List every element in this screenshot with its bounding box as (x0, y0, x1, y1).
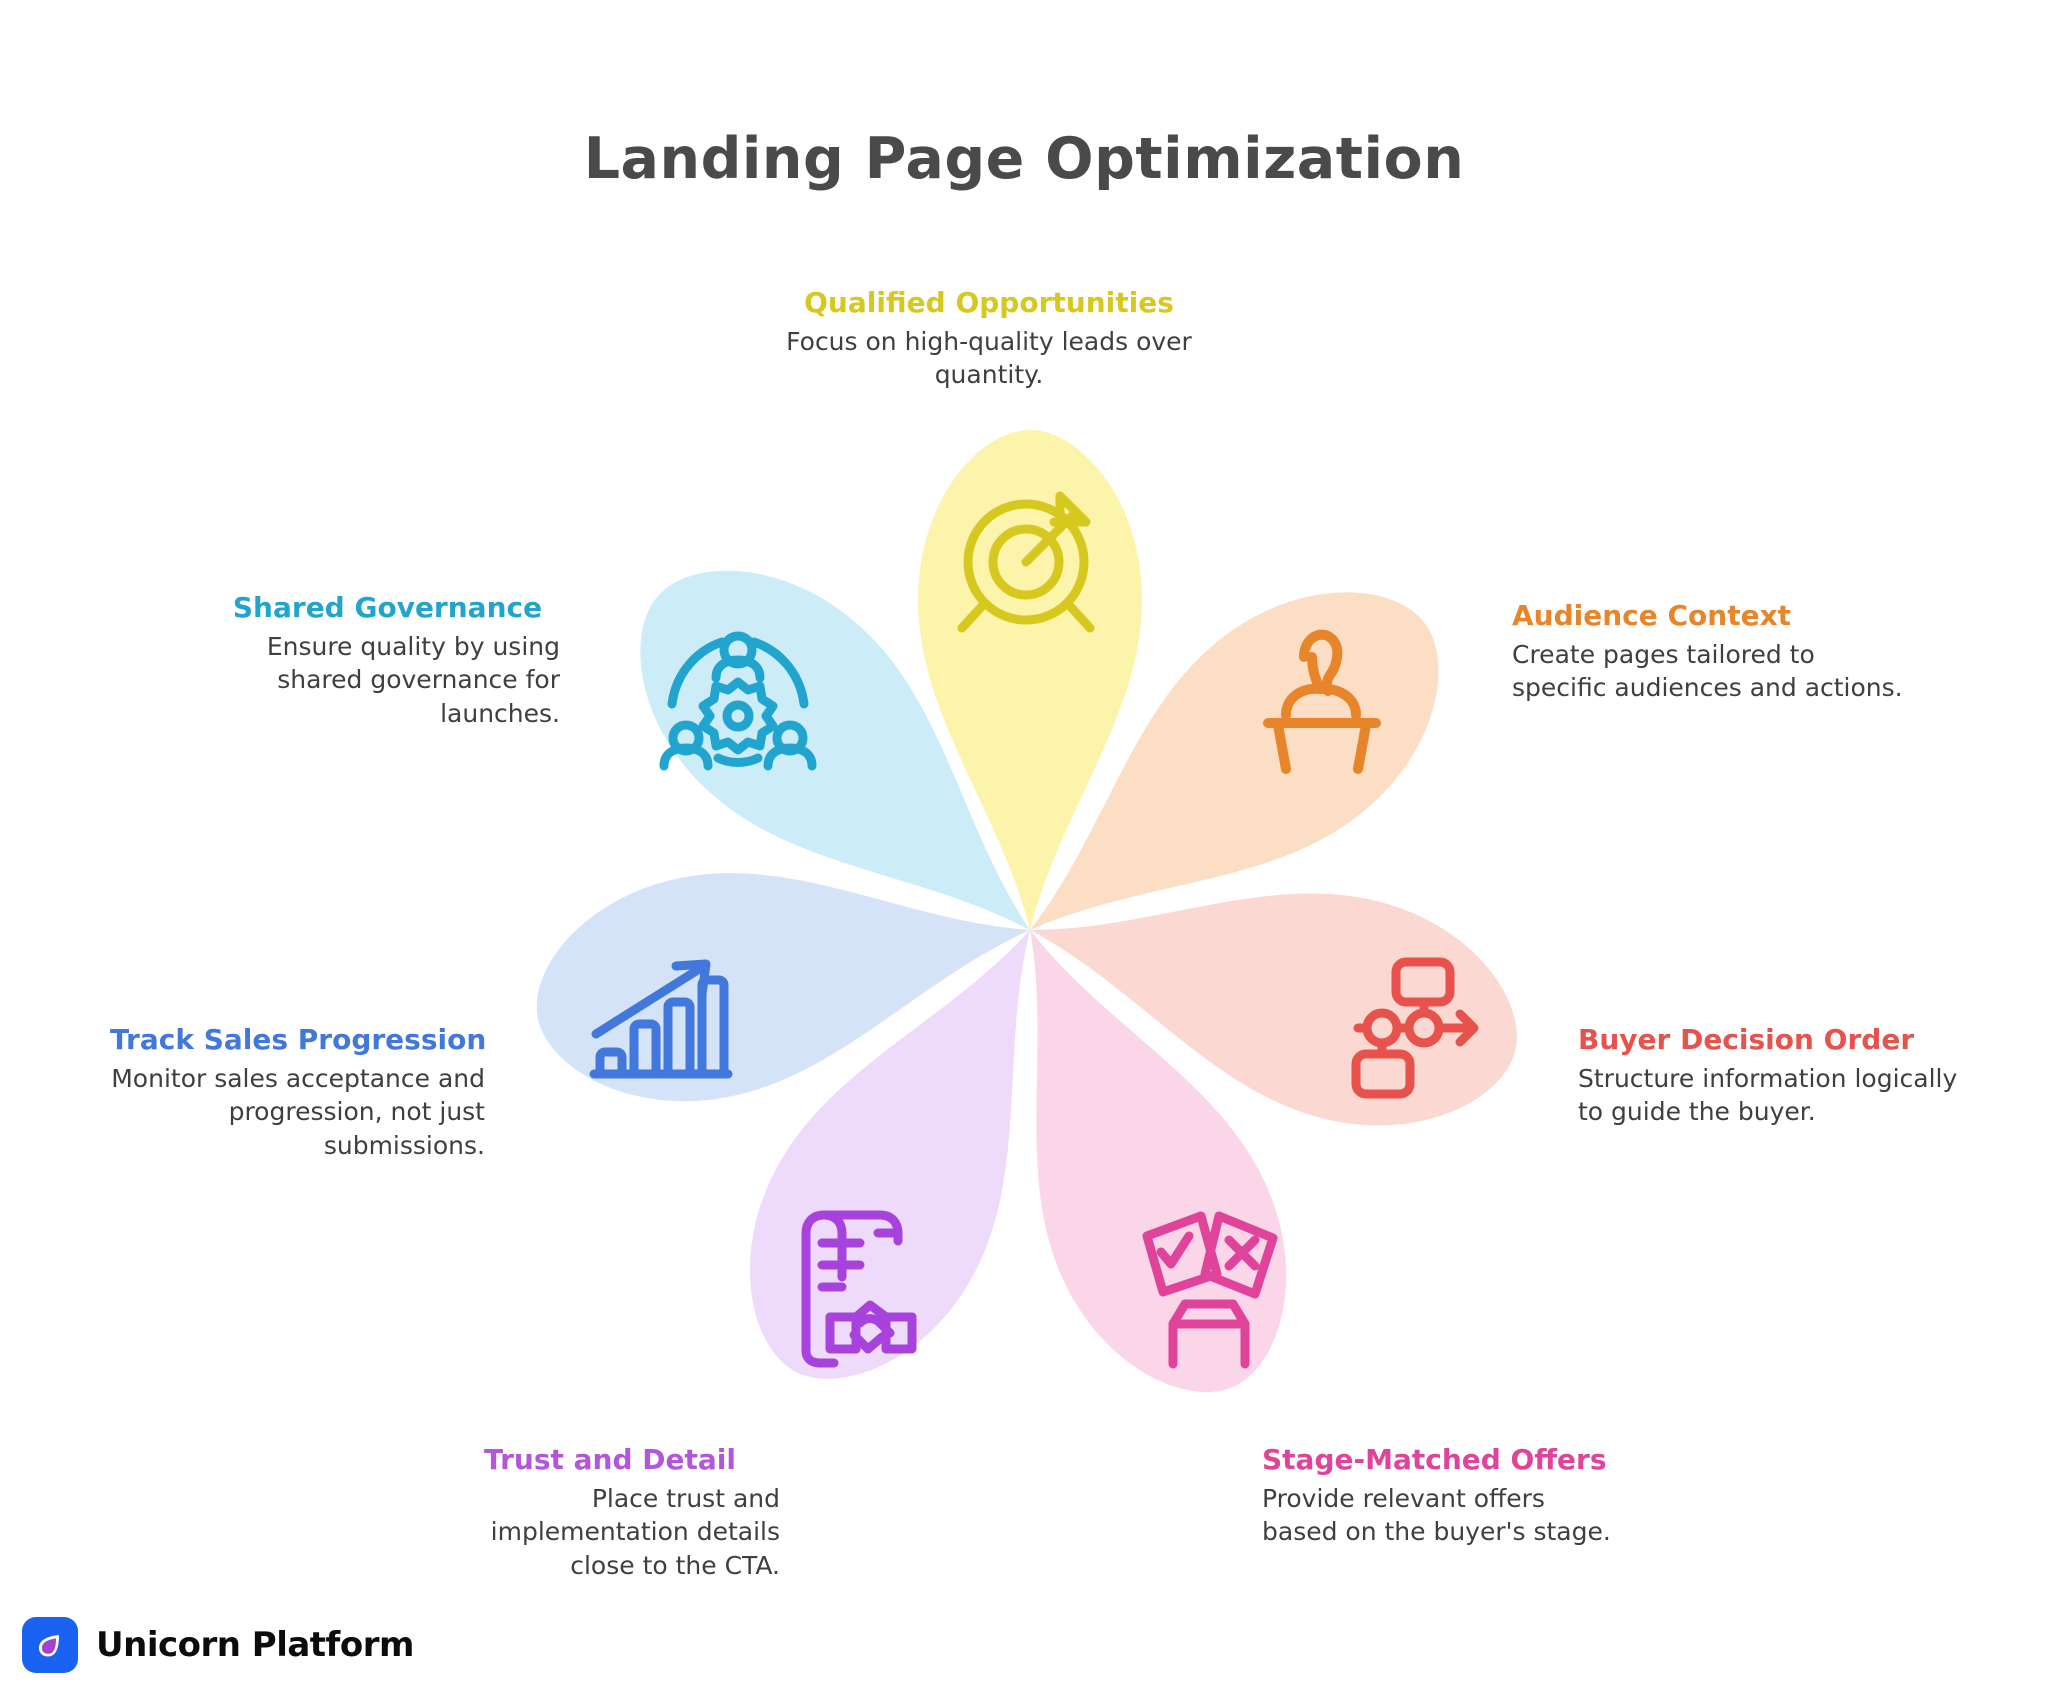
petal-label-track-sales-progression[interactable]: Track Sales Progression Monitor sales ac… (110, 1022, 487, 1162)
petal-title-stage-matched-offers: Stage-Matched Offers (1262, 1443, 1607, 1476)
petal-buyer-decision-order[interactable] (1002, 821, 1543, 1160)
petal-title-qualified-opportunities: Qualified Opportunities (804, 286, 1174, 319)
petal-qualified-opportunities[interactable] (918, 430, 1142, 930)
petal-description-shared-governance: Ensure quality by using shared governanc… (266, 632, 560, 728)
contract-handshake-icon (801, 1210, 917, 1368)
petal-label-audience-context[interactable]: Audience Context Create pages tailored t… (1512, 598, 1912, 705)
petal-label-trust-and-detail[interactable]: Trust and Detail Place trust and impleme… (440, 1442, 780, 1582)
page-title: Landing Page Optimization (583, 126, 1465, 192)
petal-label-qualified-opportunities[interactable]: Qualified Opportunities Focus on high-qu… (784, 285, 1194, 392)
leaf-icon (38, 1635, 59, 1657)
team-gear-icon (659, 631, 817, 771)
petal-description-stage-matched-offers: Provide relevant offers based on the buy… (1262, 1484, 1611, 1547)
petal-title-track-sales-progression: Track Sales Progression (110, 1023, 487, 1056)
petal-label-stage-matched-offers[interactable]: Stage-Matched Offers Provide relevant of… (1262, 1442, 1622, 1549)
petal-description-buyer-decision-order: Structure information logically to guide… (1578, 1064, 1958, 1127)
petal-label-shared-governance[interactable]: Shared Governance Ensure quality by usin… (215, 590, 560, 730)
brand-footer[interactable]: Unicorn Platform (22, 1617, 414, 1673)
petal-title-audience-context: Audience Context (1512, 599, 1792, 632)
growth-bar-chart-icon (589, 959, 733, 1079)
target-arrow-icon (957, 491, 1095, 633)
petal-track-sales-progression[interactable] (518, 819, 1050, 1128)
petal-description-audience-context: Create pages tailored to specific audien… (1512, 640, 1903, 703)
brand-name: Unicorn Platform (96, 1625, 414, 1665)
petal-description-qualified-opportunities: Focus on high-quality leads over quantit… (786, 327, 1192, 390)
petal-shared-governance[interactable] (583, 512, 1105, 1014)
petal-audience-context[interactable] (961, 533, 1493, 1019)
petal-trust-and-detail[interactable] (696, 877, 1129, 1425)
unicorn-platform-leaf-logo (22, 1617, 78, 1673)
petal-description-trust-and-detail: Place trust and implementation details c… (490, 1484, 780, 1580)
petal-title-shared-governance: Shared Governance (232, 591, 543, 624)
petal-label-buyer-decision-order[interactable]: Buyer Decision Order Structure informati… (1578, 1022, 1978, 1129)
flowchart-icon (1351, 957, 1479, 1099)
petal-description-track-sales-progression: Monitor sales acceptance and progression… (111, 1064, 485, 1160)
petal-stage-matched-offers[interactable] (927, 884, 1336, 1433)
person-at-desk-icon (1263, 629, 1381, 774)
petal-title-buyer-decision-order: Buyer Decision Order (1578, 1023, 1915, 1056)
check-x-cards-icon (1142, 1211, 1278, 1369)
petal-title-trust-and-detail: Trust and Detail (484, 1443, 736, 1476)
